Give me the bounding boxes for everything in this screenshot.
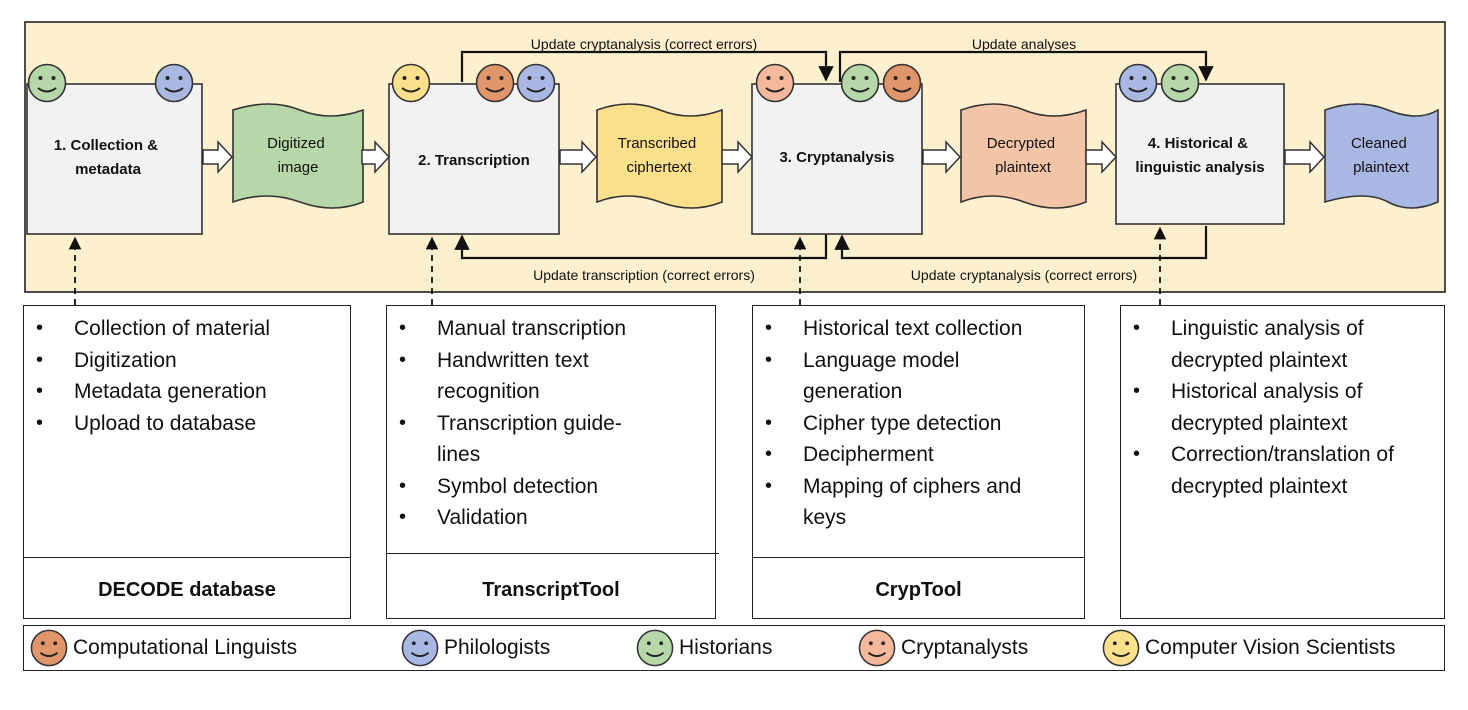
flow-arrow-4 xyxy=(721,140,754,174)
philologist-icon xyxy=(516,63,556,103)
panel-1-divider xyxy=(24,557,350,558)
panel-1-item: Upload to database xyxy=(24,408,350,440)
flow-arrow-3 xyxy=(559,140,598,174)
legend-item-cryptanalysts: Cryptanalysts xyxy=(858,629,1028,667)
panel-4-item: Linguistic analysis of decrypted plainte… xyxy=(1121,313,1426,376)
flow-arrow-2 xyxy=(361,140,391,174)
historian-icon xyxy=(1160,63,1200,103)
cryptanalyst-icon xyxy=(858,629,896,667)
stage-1-label-line-1: 1. Collection & xyxy=(54,137,158,154)
cryptanalyst-icon xyxy=(755,63,795,103)
philologist-icon xyxy=(154,63,194,103)
historian-icon xyxy=(840,63,880,103)
doc-1-line-2: image xyxy=(278,159,319,176)
panel-2-item: Symbol detection xyxy=(387,471,715,503)
feedback-loop-update-transcription: Update transcription (correct errors) xyxy=(454,230,828,283)
tool-label-transcripttool: TranscriptTool xyxy=(482,579,620,601)
stage-4-label-line-2: linguistic analysis xyxy=(1135,159,1264,176)
panel-4-item: Correction/translation of decrypted plai… xyxy=(1121,439,1431,502)
svg-text:Digitized image: Digitized image xyxy=(267,135,329,176)
computational-linguist-icon xyxy=(30,629,68,667)
stage-1-label-line-2: metadata xyxy=(75,161,142,178)
panel-2-item: Handwritten text recognition xyxy=(387,345,652,408)
panel-2-item: Transcription guide-lines xyxy=(387,408,652,471)
stage-collection-metadata: 1. Collection & metadata xyxy=(26,83,203,235)
panel-3-item: Language model generation xyxy=(753,345,1028,408)
feedback-loop-update-cryptanalysis-top: Update cryptanalysis (correct errors) xyxy=(460,36,834,82)
svg-text:1. Collection & metadata: 1. Collection & metadata xyxy=(54,137,162,178)
philologist-icon xyxy=(1118,63,1158,103)
legend-label: Philologists xyxy=(444,636,551,659)
historian-icon xyxy=(636,629,674,667)
panel-3-divider xyxy=(753,557,1084,558)
stage-cryptanalysis: 3. Cryptanalysis xyxy=(751,83,923,235)
panel-2-item: Validation xyxy=(387,502,715,534)
panel-3-item: Decipherment xyxy=(753,439,1084,471)
flow-arrow-5 xyxy=(922,140,962,174)
panel-2-divider xyxy=(387,553,719,554)
legend-label: Historians xyxy=(679,636,773,659)
legend-item-computer-vision-scientists: Computer Vision Scientists xyxy=(1102,629,1396,667)
flow-arrow-6 xyxy=(1085,140,1118,174)
document-transcribed-ciphertext: Transcribed ciphertext xyxy=(596,103,723,209)
doc-3-line-1: Decrypted xyxy=(987,135,1055,152)
doc-2-line-1: Transcribed xyxy=(618,135,697,152)
panel-1-item: Collection of material xyxy=(24,313,350,345)
legend-item-computational-linguists: Computational Linguists xyxy=(30,629,297,667)
feedback-label-bottom-left: Update transcription (correct errors) xyxy=(533,267,755,283)
panel-2-item: Manual transcription xyxy=(387,313,715,345)
svg-text:Transcribed ciphertext: Transcribed ciphertext xyxy=(618,135,701,176)
panel-4-item: Historical analysis of decrypted plainte… xyxy=(1121,376,1426,439)
panel-3-item: Historical text collection xyxy=(753,313,1084,345)
stage-transcription: 2. Transcription xyxy=(388,83,560,235)
feedback-loop-update-analyses: Update analyses xyxy=(838,36,1214,82)
philologist-icon xyxy=(401,629,439,667)
tool-label-decode-database: DECODE database xyxy=(98,579,276,601)
feedback-loop-update-cryptanalysis-bottom: Update cryptanalysis (correct errors) xyxy=(834,226,1208,283)
legend-label: Computer Vision Scientists xyxy=(1145,636,1396,659)
computational-linguist-icon xyxy=(882,63,922,103)
feedback-label-top-left: Update cryptanalysis (correct errors) xyxy=(531,36,757,52)
document-digitized-image: Digitized image xyxy=(232,103,364,209)
doc-3-line-2: plaintext xyxy=(995,159,1052,176)
feedback-label-bottom-right: Update cryptanalysis (correct errors) xyxy=(911,267,1137,283)
panel-collection-tools: Collection of material Digitization Meta… xyxy=(23,305,351,619)
panel-3-item: Cipher type detection xyxy=(753,408,1084,440)
panel-1-item: Digitization xyxy=(24,345,350,377)
stage-4-label-line-1: 4. Historical & xyxy=(1148,135,1248,152)
stage-3-label: 3. Cryptanalysis xyxy=(779,149,894,166)
svg-text:4. Historical & linguist: 4. Historical & linguistic analysis xyxy=(1135,135,1264,176)
tool-label-cryptool: CrypTool xyxy=(875,579,962,601)
legend xyxy=(23,625,1445,671)
panel-3-item: Mapping of ciphers and keys xyxy=(753,471,1028,534)
flow-arrow-1 xyxy=(202,140,234,174)
flow-arrow-7 xyxy=(1284,140,1326,174)
computer-vision-scientist-icon xyxy=(1102,629,1140,667)
panel-transcription-tools: Manual transcription Handwritten text re… xyxy=(386,305,719,619)
doc-1-line-1: Digitized xyxy=(267,135,325,152)
panel-1-item: Metadata generation xyxy=(24,376,350,408)
legend-label: Computational Linguists xyxy=(73,636,298,659)
computational-linguist-icon xyxy=(475,63,515,103)
doc-2-line-2: ciphertext xyxy=(626,159,692,176)
flow-arrows xyxy=(202,140,1326,174)
svg-text:Decrypted plaintext: Decrypted plaintext xyxy=(987,135,1060,176)
document-cleaned-plaintext: Cleaned plaintext xyxy=(1324,103,1439,209)
stage-historical-linguistic: 4. Historical & linguistic analysis xyxy=(1115,83,1285,225)
svg-text:Cleaned plaintext: Cleaned plaintext xyxy=(1351,135,1411,176)
panel-analysis-tools: Linguistic analysis of decrypted plainte… xyxy=(1120,305,1445,619)
doc-4-line-2: plaintext xyxy=(1353,159,1410,176)
stage-2-label: 2. Transcription xyxy=(418,152,530,169)
tool-connectors xyxy=(68,226,1167,305)
legend-item-historians: Historians xyxy=(636,629,772,667)
legend-item-philologists: Philologists xyxy=(401,629,550,667)
historian-icon xyxy=(27,63,67,103)
doc-4-line-1: Cleaned xyxy=(1351,135,1407,152)
panel-cryptanalysis-tools: Historical text collection Language mode… xyxy=(752,305,1085,619)
feedback-label-top-right: Update analyses xyxy=(972,36,1076,52)
legend-label: Cryptanalysts xyxy=(901,636,1029,659)
document-decrypted-plaintext: Decrypted plaintext xyxy=(960,103,1087,209)
computer-vision-scientist-icon xyxy=(391,63,431,103)
